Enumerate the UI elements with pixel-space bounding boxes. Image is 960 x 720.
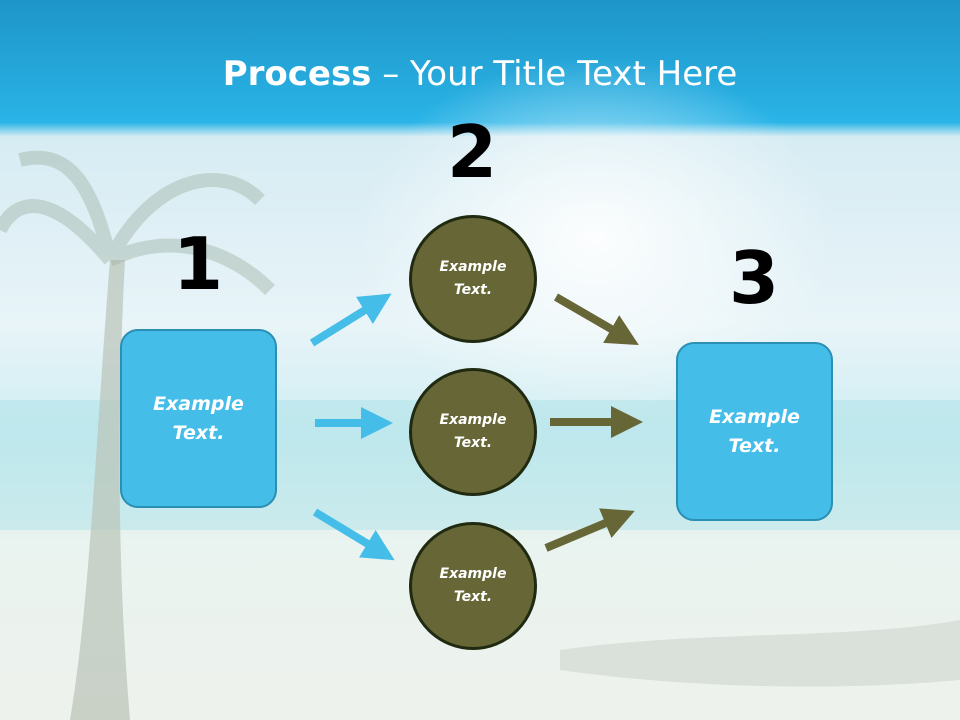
circle-middle[interactable]: Example Text. — [409, 368, 537, 496]
circle-bottom[interactable]: Example Text. — [409, 522, 537, 650]
slide-title: Process – Your Title Text Here — [0, 52, 960, 96]
title-rest: – Your Title Text Here — [371, 54, 738, 94]
title-bold: Process — [222, 54, 372, 94]
arrow-olive-up — [544, 508, 635, 552]
step-number-3: 3 — [728, 236, 780, 320]
step-1-box[interactable]: Example Text. — [120, 329, 277, 508]
step-1-text: Example Text. — [153, 392, 244, 444]
circle-top[interactable]: Example Text. — [409, 215, 537, 343]
circle-bottom-text: Example Text. — [439, 566, 507, 605]
circle-top-text: Example Text. — [439, 259, 507, 298]
step-number-1: 1 — [172, 222, 224, 306]
step-number-2: 2 — [446, 110, 498, 194]
arrow-blue-up — [309, 293, 392, 347]
arrow-olive-down — [553, 293, 639, 346]
circle-middle-text: Example Text. — [439, 412, 507, 451]
step-3-box[interactable]: Example Text. — [676, 342, 833, 521]
arrow-blue-down — [312, 508, 395, 561]
step-3-text: Example Text. — [709, 405, 800, 457]
